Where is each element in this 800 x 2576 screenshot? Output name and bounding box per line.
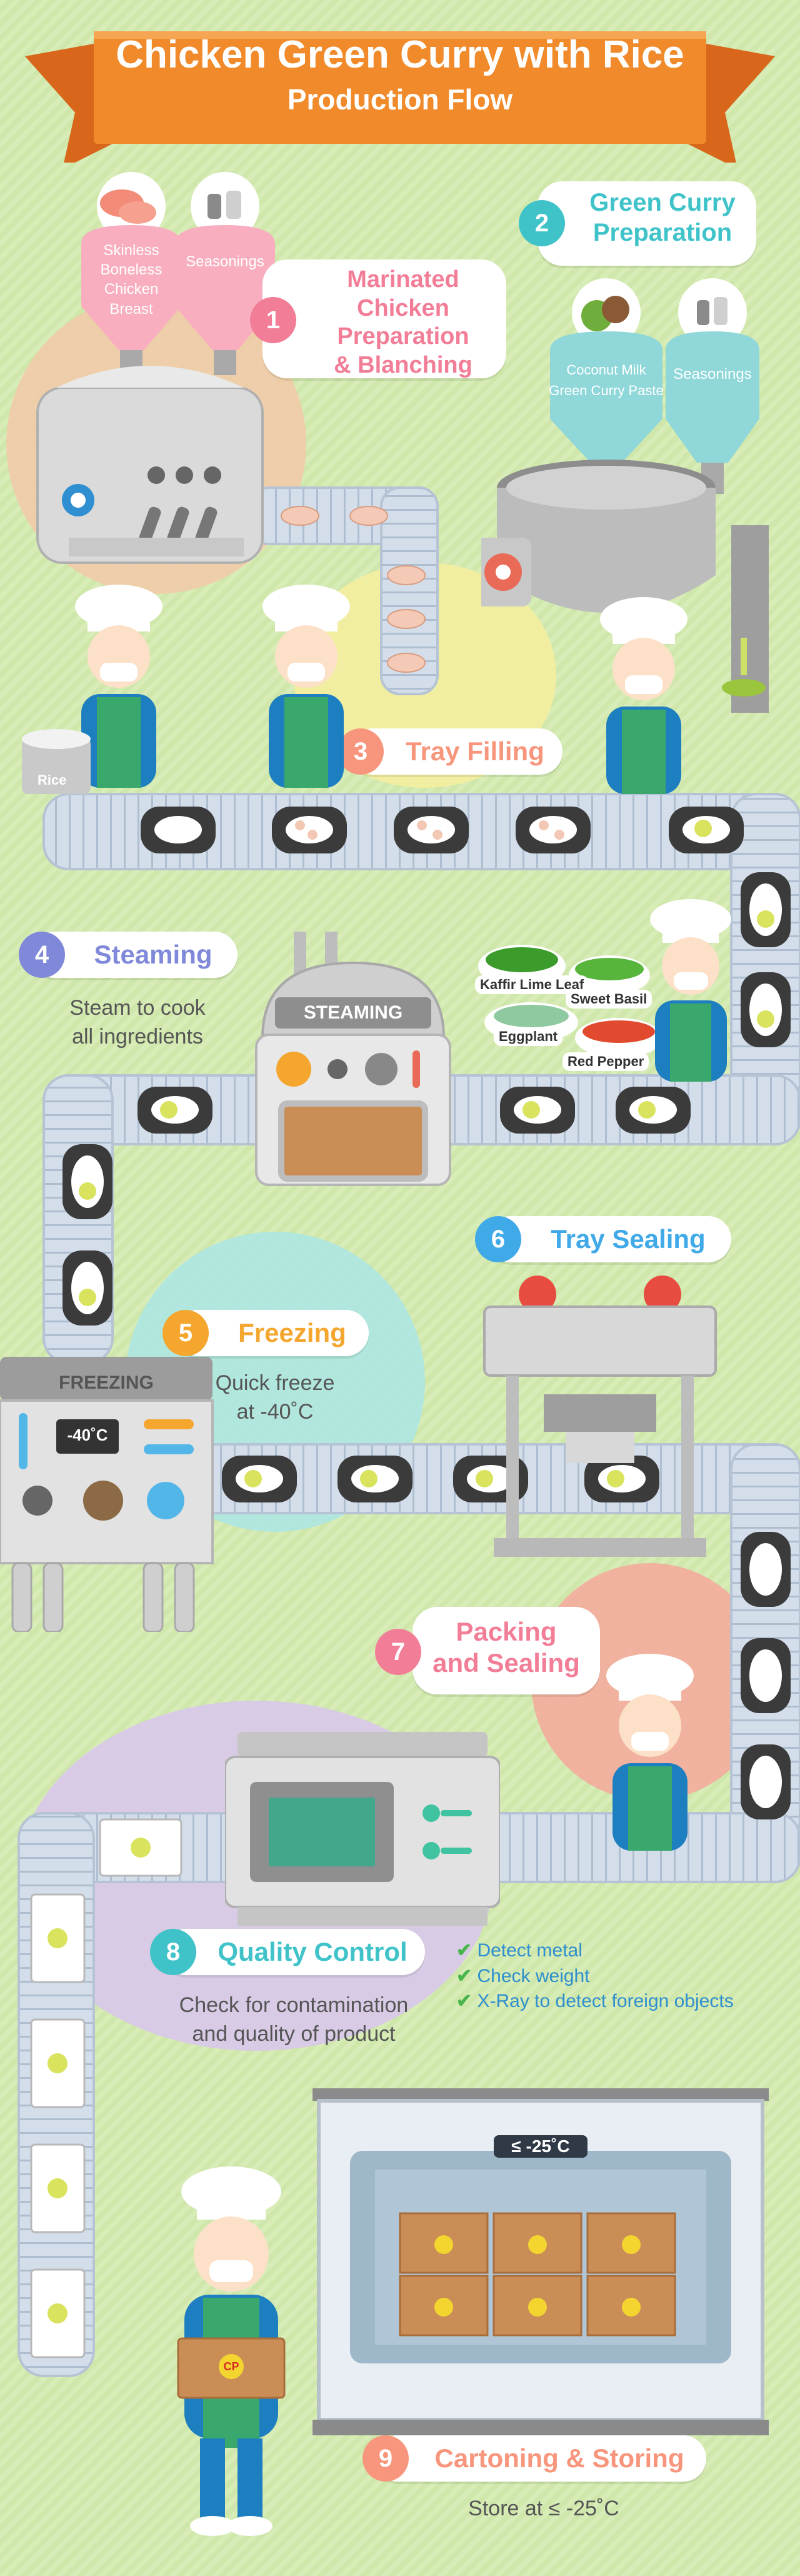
veg-basil-label: Sweet Basil (566, 990, 652, 1009)
hopper-coconut (550, 278, 662, 494)
freezing-label: FREEZING (59, 1372, 154, 1393)
step-3-pill (350, 728, 562, 775)
qc-check-text: Check weight (477, 1965, 590, 1986)
qc-check-item: ✔ Check weight (456, 1964, 781, 1990)
step-6-number: 6 (475, 1216, 521, 1262)
qc-check-item: ✔ Detect metal (456, 1938, 781, 1964)
step-9-desc: Store at ≤ -25˚C (468, 2497, 619, 2520)
freezing-machine (0, 1357, 214, 1632)
step-5-title: Freezing (238, 1318, 346, 1347)
title-line2: Production Flow (287, 83, 513, 116)
coconut-label-2: Green Curry Paste (549, 383, 664, 398)
step-4-number: 4 (19, 932, 65, 978)
worker-curry (600, 597, 688, 794)
worker-chicken (262, 585, 350, 788)
veg-eggplant-label: Eggplant (494, 1027, 563, 1046)
step-7-pill (412, 1607, 600, 1694)
qc-check-text: X-Ray to detect foreign objects (477, 1991, 734, 2011)
hopper-seasonings-2-label: Seasonings (673, 366, 752, 383)
check-icon: ✔ (456, 1965, 478, 1986)
step-9-pill (375, 2435, 706, 2482)
blanching-machine (36, 366, 264, 564)
step-8-desc: Check for contamination and quality of p… (156, 1991, 431, 2049)
step-1-number: 1 (250, 297, 296, 343)
step-2-number: 2 (519, 200, 565, 246)
step-7-title: Packing and Sealing (425, 1616, 588, 1679)
coconut-label-1: Coconut Milk (566, 362, 646, 378)
step-5-number: 5 (162, 1310, 209, 1356)
qc-checklist: ✔ Detect metal ✔ Check weight ✔ X-Ray to… (456, 1938, 781, 2015)
steaming-label: STEAMING (303, 1002, 403, 1023)
hopper-coconut-label: Coconut Milk Green Curry Paste (538, 360, 675, 401)
title-line1: Chicken Green Curry with Rice (116, 33, 684, 76)
hopper-chicken (81, 172, 181, 375)
step-7-title-line2: and Sealing (432, 1648, 580, 1678)
chicken-label-2: Boneless (100, 261, 162, 279)
storage-temp-display: ≤ -25˚C (494, 2135, 588, 2158)
hopper-chicken-label: Skinless Boneless Chicken Breast (81, 241, 181, 319)
qc-check-text: Detect metal (477, 1940, 582, 1961)
chicken-label-3: Chicken (104, 281, 159, 298)
worker-rice (75, 585, 162, 788)
worker-packing (606, 1654, 694, 1851)
step-9-title: Cartoning & Storing (434, 2443, 684, 2473)
step-4-desc: Steam to cook all ingredients (38, 994, 238, 1052)
worker-carton (177, 2166, 286, 2536)
chicken-label-4: Breast (109, 300, 153, 318)
steaming-machine (255, 932, 451, 1186)
veg-pepper-label: Red Pepper (562, 1052, 649, 1071)
step-5-desc-line1: Quick freeze (215, 1371, 335, 1395)
worker-vegetables (650, 899, 731, 1082)
step-6-title: Tray Sealing (551, 1224, 706, 1254)
check-icon: ✔ (456, 1991, 478, 2011)
step-1-title-line3: & Blanching (334, 351, 472, 378)
step-5-desc-line2: at -40˚C (236, 1399, 314, 1424)
step-3-number: 3 (338, 728, 384, 775)
veg-kaffir-label: Kaffir Lime Leaf (475, 975, 589, 994)
rice-pot (22, 729, 91, 794)
step-4-pill (31, 932, 238, 978)
step-2-title-line2: Preparation (592, 219, 732, 246)
carton-logo: CP (223, 2360, 239, 2373)
step-8-desc-line1: Check for contamination (179, 1993, 409, 2017)
step-8-number: 8 (150, 1929, 196, 1975)
check-icon: ✔ (456, 1940, 478, 1961)
tray-sealing-machine (483, 1275, 717, 1557)
hopper-seasonings-1-label: Seasonings (186, 253, 264, 270)
step-4-title: Steaming (94, 940, 212, 969)
step-7-title-line1: Packing (456, 1617, 557, 1646)
curry-kettle (481, 460, 769, 713)
chicken-pieces (281, 506, 426, 673)
chicken-label-1: Skinless (103, 242, 159, 259)
qc-check-item: ✔ X-Ray to detect foreign objects (456, 1989, 781, 2015)
step-8-desc-line2: and quality of product (192, 2021, 396, 2046)
hopper-seasonings-2 (666, 278, 759, 494)
step-3-title: Tray Filling (406, 737, 544, 766)
step-5-desc: Quick freeze at -40˚C (181, 1369, 369, 1427)
step-2-title: Green Curry Preparation (569, 188, 756, 248)
step-8-pill (162, 1929, 425, 1975)
step-2-title-line1: Green Curry (589, 189, 736, 216)
step-6-pill (488, 1216, 731, 1262)
step-9-number: 9 (362, 2435, 409, 2482)
step-7-number: 7 (375, 1629, 421, 1675)
step-2-pill (538, 181, 756, 266)
freezing-temp-display: -40˚C (67, 1426, 108, 1444)
xray-machine (225, 1732, 500, 1926)
step-1-pill (262, 259, 506, 378)
step-1-title-line2: Preparation (337, 323, 469, 350)
title-banner (25, 31, 775, 163)
step-1-title-line1: Marinated Chicken (347, 266, 459, 321)
rice-label: Rice (38, 772, 67, 788)
step-4-desc-line1: Steam to cook (69, 996, 206, 1020)
step-1-title: Marinated Chicken Preparation & Blanchin… (300, 266, 506, 380)
step-4-desc-line2: all ingredients (72, 1024, 203, 1049)
step-8-title: Quality Control (218, 1937, 408, 1966)
